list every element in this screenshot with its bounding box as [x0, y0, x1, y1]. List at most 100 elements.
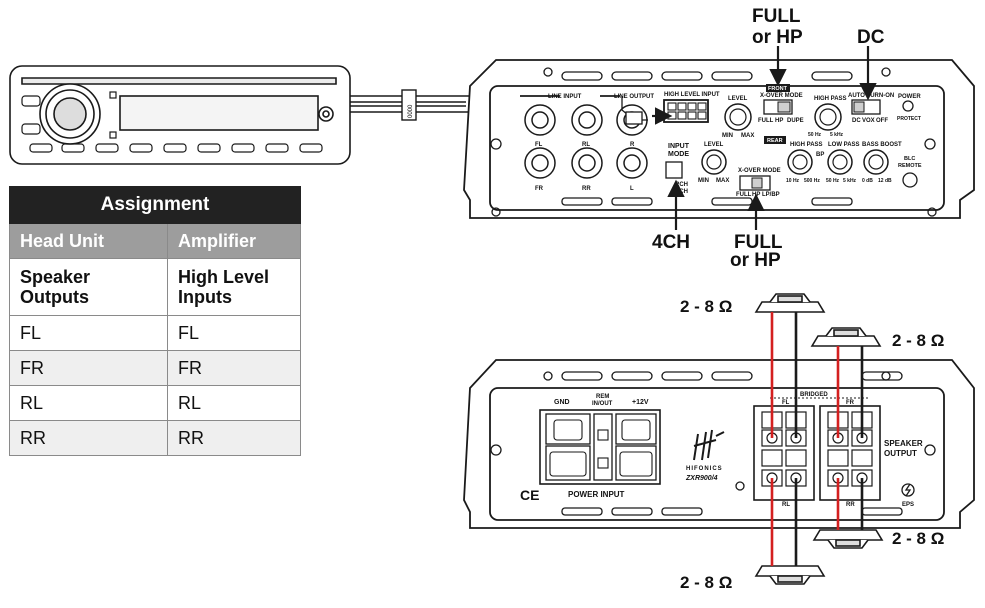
level-rear-label: LEVEL — [704, 142, 724, 148]
ohm-label-rear-left: 2 - 8 Ω — [680, 573, 732, 592]
annot-orhp-bottom: or HP — [730, 250, 781, 271]
table-row: RR RR — [9, 420, 301, 456]
boost-min: 0 dB — [862, 178, 873, 184]
xover-front-dupe: DUPE — [787, 118, 804, 124]
speaker-wires — [770, 312, 864, 566]
protect-label: PROTECT — [897, 116, 921, 122]
hifonics-logo — [693, 429, 725, 461]
annot-dc: DC — [857, 27, 885, 48]
rear-label: REAR — [767, 138, 783, 144]
level-rear-max: MAX — [716, 178, 729, 184]
amplifier-top — [463, 59, 975, 219]
table-cell: RL — [167, 385, 301, 421]
hp-front-min: 50 Hz — [808, 132, 822, 138]
xover-rear-full: FULL — [736, 192, 752, 198]
table-head-head-unit: Head Unit — [9, 223, 168, 259]
speaker-output-label: SPEAKER — [884, 439, 923, 448]
auto-off: OFF — [876, 118, 888, 124]
ch-fl-label: FL — [782, 400, 790, 406]
head-unit — [9, 65, 351, 165]
level-front-min: MIN — [722, 133, 733, 139]
eps-label: EPS — [902, 502, 914, 508]
xover-front-full: FULL — [758, 118, 774, 124]
ch-rl-label: RL — [782, 502, 790, 508]
hp-front-max: 5 kHz — [830, 132, 844, 138]
ohm-label-front-left: 2 - 8 Ω — [680, 297, 732, 316]
rear-badge — [764, 136, 786, 144]
hp-rear-min: 10 Hz — [786, 178, 800, 184]
rem-label-2: IN/OUT — [592, 401, 613, 407]
amplifier-bottom — [463, 359, 975, 529]
ch-fr-label: FR — [846, 400, 855, 406]
annot-full-top: FULL — [752, 6, 801, 27]
line-output-label: LINE OUTPUT — [614, 94, 654, 100]
high-pass-front-label: HIGH PASS — [814, 96, 847, 102]
table-cell: FR — [167, 350, 301, 386]
brand-label: HIFONICS — [686, 466, 723, 472]
jack-label-fl: FL — [535, 142, 543, 148]
front-badge — [766, 84, 790, 92]
xover-rear-label: X-OVER MODE — [738, 168, 781, 174]
table-cell: RR — [9, 420, 168, 456]
auto-dc: DC — [852, 118, 861, 124]
xover-rear-hp: HP — [752, 192, 760, 198]
line-input-label: LINE INPUT — [548, 94, 582, 100]
jack-label-rl: RL — [582, 142, 590, 148]
bp-label: BP — [816, 152, 824, 158]
annot-4ch: 4CH — [652, 232, 690, 253]
input-mode-2ch: 2CH — [676, 182, 688, 188]
auto-turn-on-label: AUTO TURN-ON — [848, 93, 894, 99]
table-row: RL RL — [9, 385, 301, 421]
level-rear-min: MIN — [698, 178, 709, 184]
rem-label: REM — [596, 394, 609, 400]
hp-rear-max: 500 Hz — [804, 178, 820, 184]
model-label: ZXR900/4 — [685, 475, 718, 482]
table-cell: FL — [9, 315, 168, 351]
high-level-input-label: HIGH LEVEL INPUT — [664, 92, 720, 98]
bridged-label: BRIDGED — [800, 392, 828, 398]
bass-boost-label: BASS BOOST — [862, 142, 902, 148]
jack-label-rr: RR — [582, 186, 591, 192]
annot-full-bottom: FULL — [734, 232, 783, 253]
ohm-label-rear-right: 2 - 8 Ω — [892, 529, 944, 548]
ce-mark: CE — [520, 487, 539, 503]
eps-icon — [901, 483, 915, 497]
level-front-label: LEVEL — [728, 96, 748, 102]
speaker-output-label-2: OUTPUT — [884, 449, 917, 458]
low-pass-label: LOW PASS — [828, 142, 860, 148]
ch-rr-label: RR — [846, 502, 855, 508]
power-input-label: POWER INPUT — [568, 490, 625, 499]
lp-max: 5 kHz — [843, 178, 857, 184]
table-title: Assignment — [9, 186, 301, 224]
blc-label: BLC — [904, 156, 915, 162]
level-front-max: MAX — [741, 133, 754, 139]
harness-label: 0000 — [408, 104, 414, 118]
annot-orhp-top: or HP — [752, 27, 803, 48]
xover-rear-lpbp: LP/BP — [762, 192, 780, 198]
lp-min: 50 Hz — [826, 178, 840, 184]
jack-label-fr: FR — [535, 186, 544, 192]
boost-max: 12 dB — [878, 178, 892, 184]
xover-front-label: X-OVER MODE — [760, 93, 803, 99]
callouts — [652, 46, 877, 230]
table-cell: FL — [167, 315, 301, 351]
input-mode-4ch: 4CH — [676, 189, 688, 195]
xover-front-hp: HP — [775, 118, 783, 124]
jack-label-l: L — [630, 186, 634, 192]
remote-label: REMOTE — [898, 163, 922, 169]
speakers — [754, 293, 884, 585]
auto-vox: VOX — [862, 118, 875, 124]
input-mode-label-2: MODE — [668, 151, 689, 158]
table-cell: RR — [167, 420, 301, 456]
gnd-label: GND — [554, 399, 570, 406]
table-row: FL FL — [9, 315, 301, 351]
plus12-label: +12V — [632, 399, 649, 406]
table-row: FR FR — [9, 350, 301, 386]
table-cell: FR — [9, 350, 168, 386]
front-label: FRONT — [768, 86, 788, 92]
jack-label-r: R — [630, 142, 635, 148]
